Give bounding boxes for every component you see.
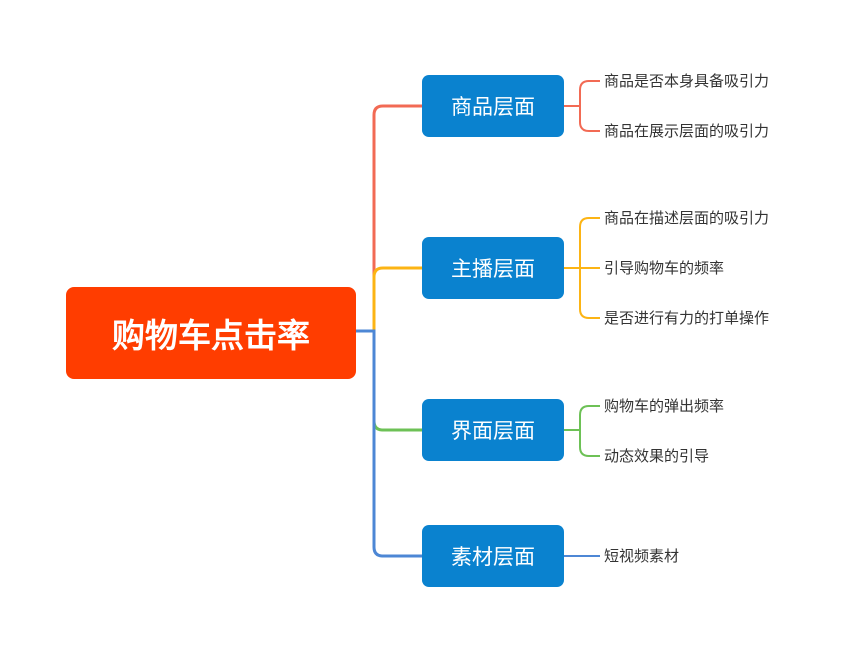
leaf-node[interactable]: 购物车的弹出频率 xyxy=(604,397,725,415)
connector-branch-2-leaf-3 xyxy=(564,267,600,319)
leaf-node[interactable]: 短视频素材 xyxy=(604,547,680,565)
connector-root-branch-3 xyxy=(356,329,422,432)
connector-branch-3-leaf-1 xyxy=(564,405,600,431)
branch-node-label: 商品层面 xyxy=(451,95,535,119)
branch-node-host[interactable]: 主播层面 xyxy=(422,237,564,299)
root-node[interactable]: 购物车点击率 xyxy=(66,287,356,379)
branch-node-label: 素材层面 xyxy=(451,545,535,569)
leaf-node[interactable]: 引导购物车的频率 xyxy=(604,259,725,277)
leaf-node[interactable]: 是否进行有力的打单操作 xyxy=(604,309,770,327)
branch-node-label: 界面层面 xyxy=(451,419,535,443)
leaf-node[interactable]: 商品是否本身具备吸引力 xyxy=(604,72,770,90)
connector-root-branch-2 xyxy=(356,266,422,333)
branch-node-interface[interactable]: 界面层面 xyxy=(422,399,564,461)
branch-node-product[interactable]: 商品层面 xyxy=(422,75,564,137)
root-node-label: 购物车点击率 xyxy=(112,316,310,355)
leaf-node[interactable]: 动态效果的引导 xyxy=(604,447,710,465)
connector-branch-1-leaf-2 xyxy=(564,105,600,132)
connector-root-branch-4 xyxy=(356,329,422,558)
leaf-node[interactable]: 商品在展示层面的吸引力 xyxy=(604,122,770,140)
leaf-node[interactable]: 商品在描述层面的吸引力 xyxy=(604,209,770,227)
branch-node-label: 主播层面 xyxy=(451,257,535,281)
branch-node-material[interactable]: 素材层面 xyxy=(422,525,564,587)
connector-branch-3-leaf-2 xyxy=(564,429,600,457)
connector-branch-2-leaf-1 xyxy=(564,217,600,269)
connector-root-branch-1 xyxy=(356,104,422,333)
connector-branch-1-leaf-1 xyxy=(564,80,600,107)
